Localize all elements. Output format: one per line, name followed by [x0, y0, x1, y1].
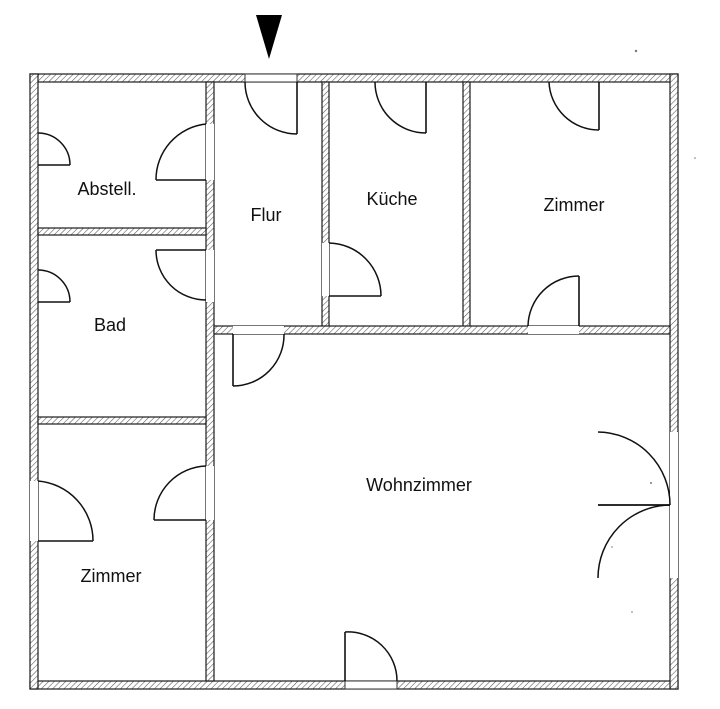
room-label-flur: Flur — [251, 205, 282, 225]
door-abstell-east — [155, 123, 207, 181]
door-zimmer-sw-west — [37, 480, 94, 542]
room-label-bad: Bad — [94, 315, 126, 335]
door-bad-west — [37, 269, 71, 303]
door-abstell-west — [37, 132, 71, 166]
room-label-abstell: Abstell. — [77, 179, 136, 199]
door-wohnzimmer-bottom — [344, 631, 398, 682]
door-zimmer-ne-bottom — [527, 275, 580, 327]
door-wohnzimmer-east-double — [597, 431, 671, 579]
doors — [37, 81, 671, 682]
door-kueche-top — [374, 81, 427, 134]
room-label-kueche: Küche — [366, 189, 417, 209]
door-zimmer-ne-top — [548, 81, 600, 131]
room-label-zimmer-ne: Zimmer — [544, 195, 605, 215]
outer-walls — [29, 73, 679, 690]
room-label-wohnzimmer: Wohnzimmer — [366, 475, 472, 495]
interior-walls — [37, 81, 671, 682]
door-openings — [30, 73, 678, 690]
door-zimmer-sw-east — [153, 465, 207, 521]
room-label-zimmer-sw: Zimmer — [81, 566, 142, 586]
door-wohnzimmer-north — [232, 333, 285, 387]
door-kueche-west — [328, 242, 382, 297]
entrance-arrow-icon — [256, 15, 282, 59]
scan-specks — [611, 49, 696, 613]
door-bad-east — [155, 249, 207, 301]
door-entrance — [244, 81, 298, 135]
room-labels: Abstell. Flur Küche Zimmer Bad Wohnzimme… — [77, 179, 604, 586]
